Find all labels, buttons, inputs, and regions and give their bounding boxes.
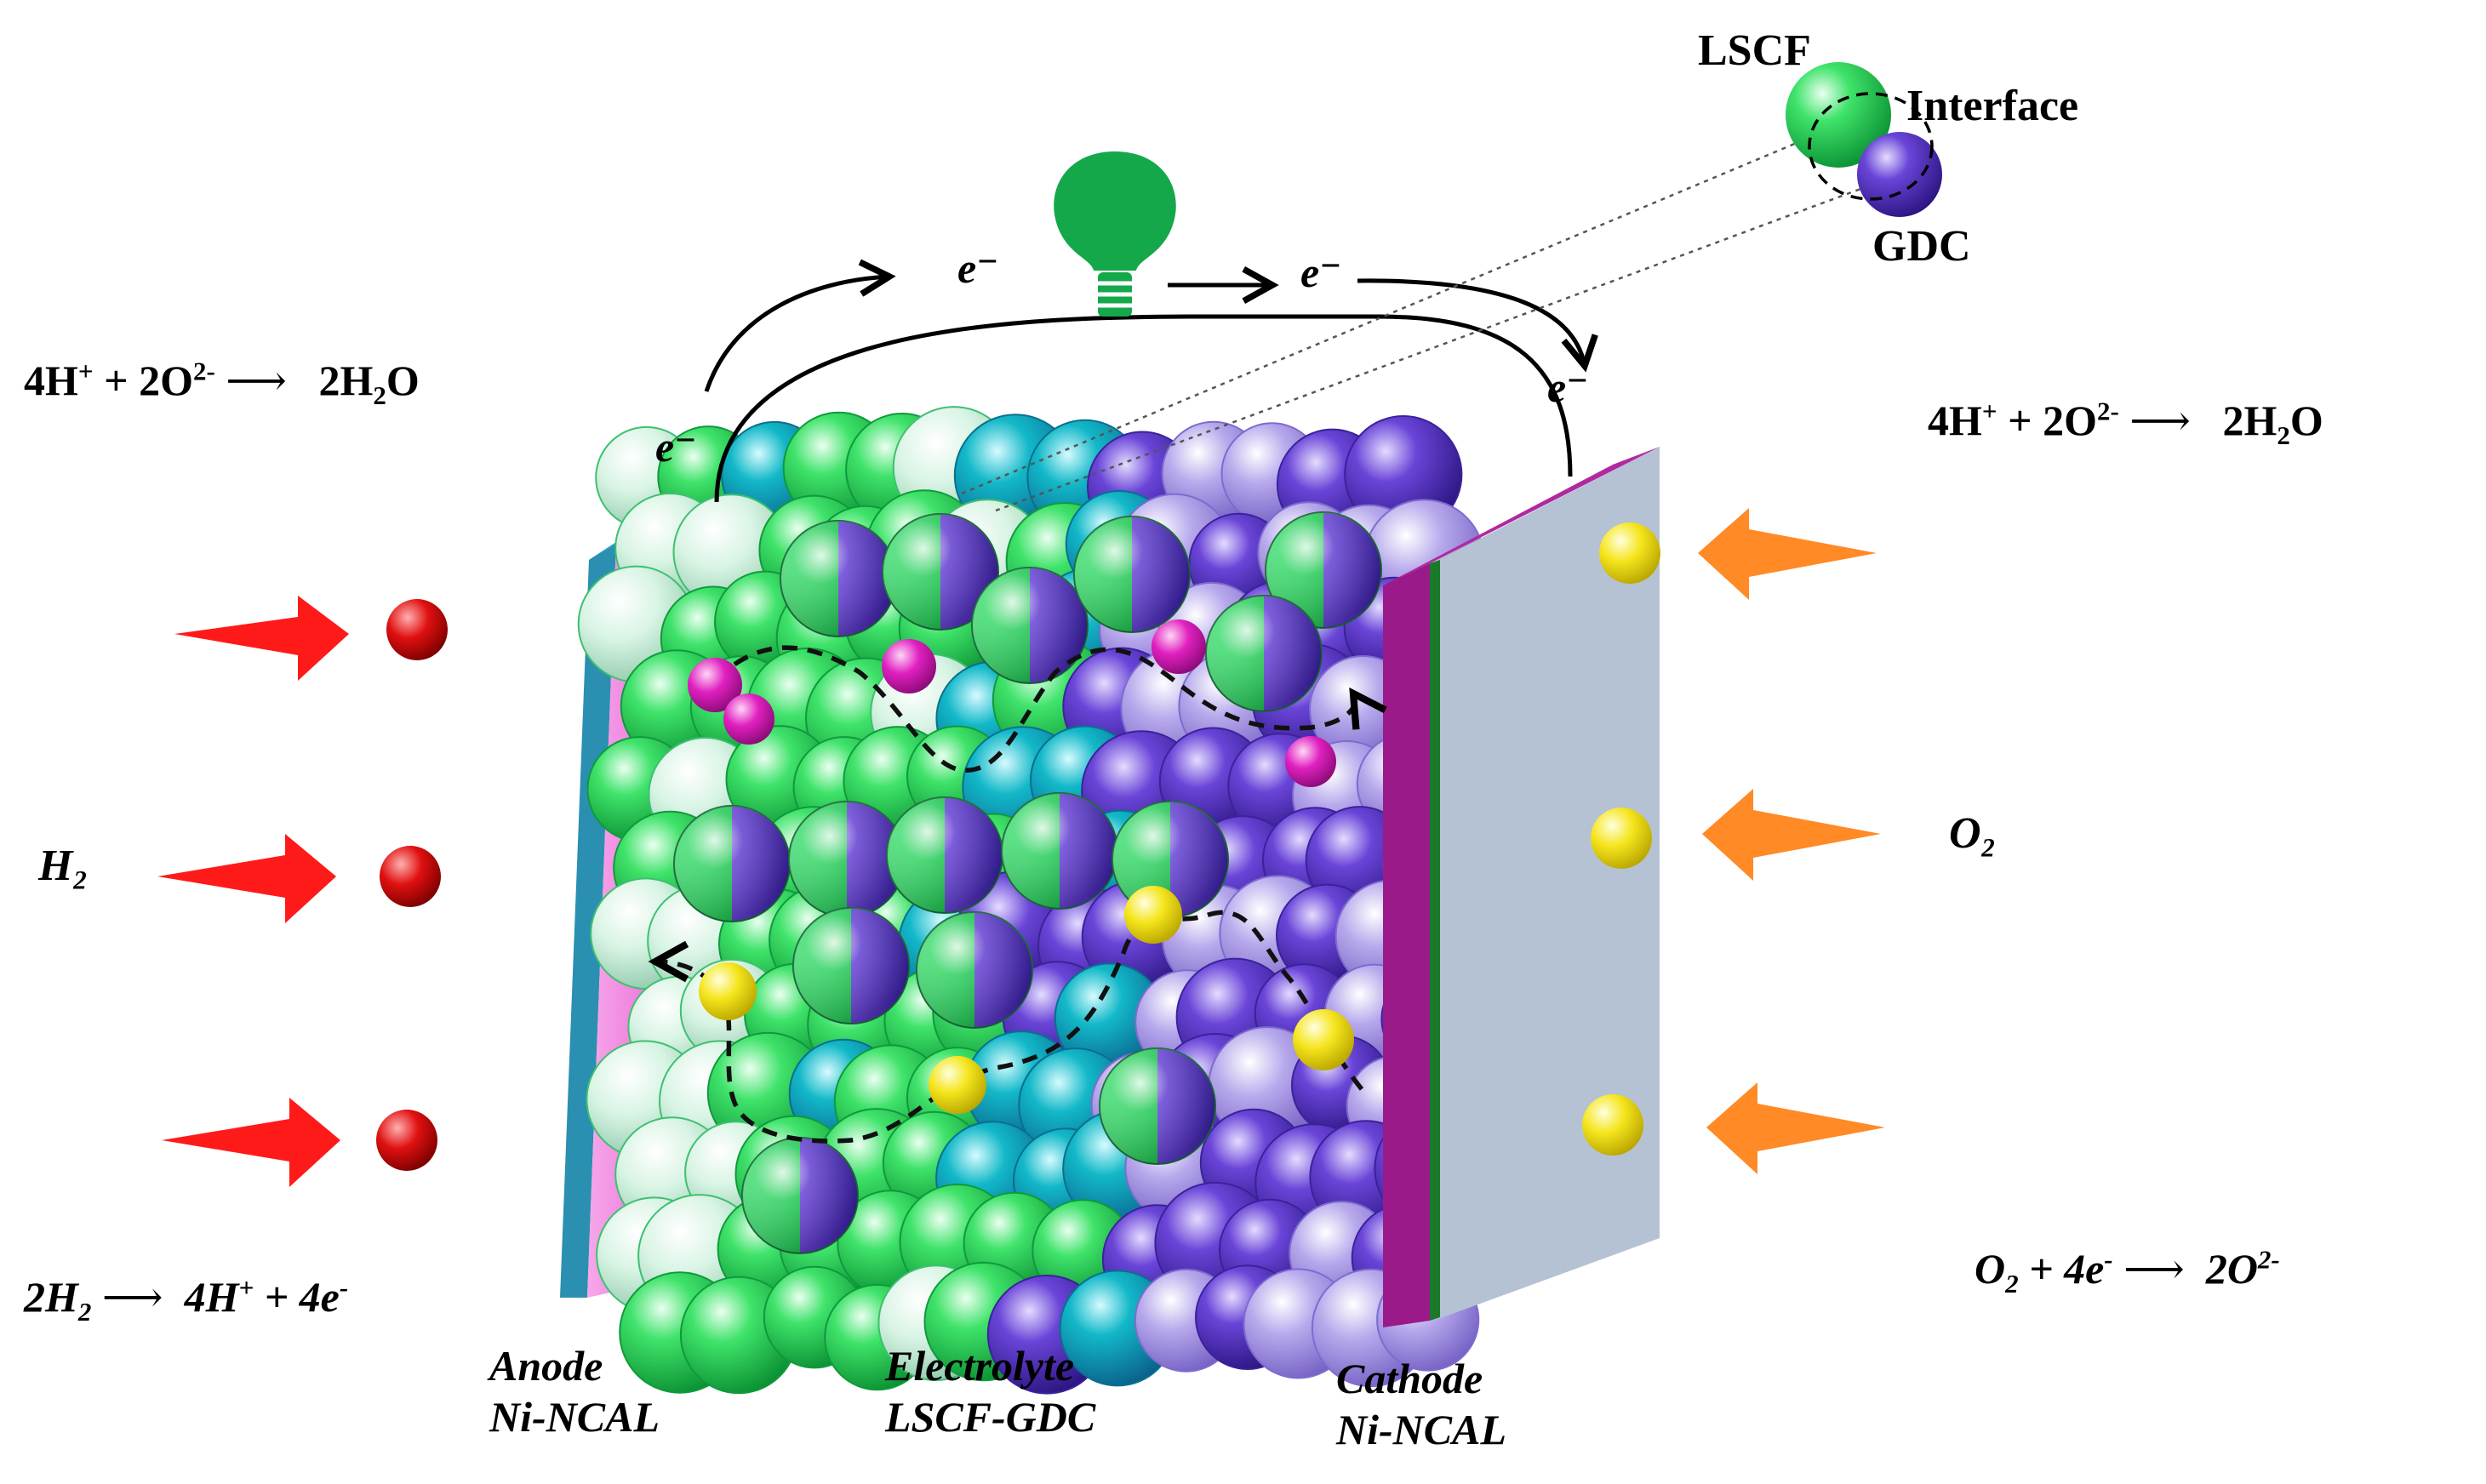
oxygen-ion [699,962,757,1020]
hydrogen-molecule [380,846,441,907]
cathode-plate-edge-green [1430,560,1440,1321]
hydrogen-molecule [376,1110,437,1171]
electrolyte-label: Electrolyte LSCF-GDC [885,1340,1095,1442]
interface-particle-shine [1206,596,1322,711]
interface-particle-shine [793,908,909,1024]
air-arrow [1698,508,1877,600]
electron-label-left: e⁻ [957,244,999,292]
interface-particle-shine [883,514,998,630]
anode-material: Ni-NCAL [489,1393,660,1441]
interface-particle-shine [1266,512,1381,628]
cathode-name: Cathode [1336,1355,1483,1402]
external-circuit [704,277,1585,503]
interface-particle-shine [1074,517,1190,632]
interface-particle-shine [780,521,896,636]
proton-ion [723,693,774,745]
cathode-material: Ni-NCAL [1336,1406,1506,1453]
electron-label-cathode: e⁻ [1547,363,1589,411]
cathode-label: Cathode Ni-NCAL [1336,1353,1506,1455]
electrolyte-material: LSCF-GDC [885,1393,1096,1441]
lightbulb-glass [1054,151,1176,271]
cathode-plate-top [1383,447,1660,585]
oxygen-ion [1599,522,1660,584]
fuel-arrow [162,1098,340,1187]
interface-particle-shine [674,806,790,922]
anode-name: Anode [489,1342,603,1390]
oxygen-ion [929,1056,986,1114]
gdc-particle [1857,132,1942,217]
interface-particle-shine [742,1138,858,1253]
oxygen-ion [1591,808,1652,869]
electrolyte-particle-bed [577,406,1496,1395]
fuel-arrow [174,596,349,681]
electrolyte-name: Electrolyte [885,1342,1075,1390]
hydrogen-oxidation-equation: 2H2 ⟶ 4H+ + 4e- [24,1272,349,1327]
interface-zone [1808,92,1934,201]
oxygen-reduction-equation: O2 + 4e- ⟶ 2O2- [1975,1244,2280,1298]
anode-water-equation: 4H+ + 2O2- ⟶ 2H2O [24,356,420,410]
oxygen-ion [1293,1009,1354,1070]
cathode-plate-front [1383,563,1430,1327]
air-arrow [1706,1082,1885,1174]
interface-particle-shine [972,568,1088,683]
lightbulb-icon [1054,151,1176,317]
circuit-wire [714,314,1573,503]
hydrogen-feed [157,596,448,1187]
lscf-particle [1786,62,1891,168]
cathode-water-equation: 4H+ + 2O2- ⟶ 2H2O [1928,396,2323,450]
interface-particle-shine [1002,793,1117,909]
inset-lscf-label: LSCF [1698,26,1811,75]
oxygen-ion-path [655,910,1364,1144]
interface-particle-shine [789,802,905,917]
fuel-label: H₂ [38,842,89,890]
interface-particle-shine [887,797,1003,913]
electron-label-anode: e⁻ [655,423,697,471]
oxidant-label: O₂ [1949,809,1997,858]
inset-guide-line-1 [961,134,1814,495]
interface-inset [1786,62,1942,217]
oxygen-feed [1698,508,1885,1174]
proton-ion [1285,736,1336,787]
interface-particle-shine [1100,1048,1215,1164]
inset-gdc-label: GDC [1872,222,1971,271]
oxygen-ion [1124,886,1182,944]
inset-guide-line-2 [995,181,1877,512]
interface-particle-shine [917,912,1032,1028]
cathode-oxygen-ions [1582,522,1660,1156]
electron-label-right: e⁻ [1300,248,1342,296]
electron-arrow-right [1357,278,1585,366]
electron-arrow-left [704,277,889,392]
proton-ion [882,639,936,693]
air-arrow [1702,789,1881,881]
hydrogen-molecule [386,599,448,660]
proton-ion [1152,619,1206,674]
proton-ion [688,658,742,712]
inset-interface-label: Interface [1906,82,2079,130]
anode-plate-front [560,542,616,1298]
fuel-arrow [157,834,336,923]
interface-particle-shine [1112,802,1228,917]
oxygen-ion [1582,1094,1643,1156]
proton-path [713,645,1356,773]
anode-label: Anode Ni-NCAL [489,1340,660,1442]
mobile-ions [688,619,1354,1114]
